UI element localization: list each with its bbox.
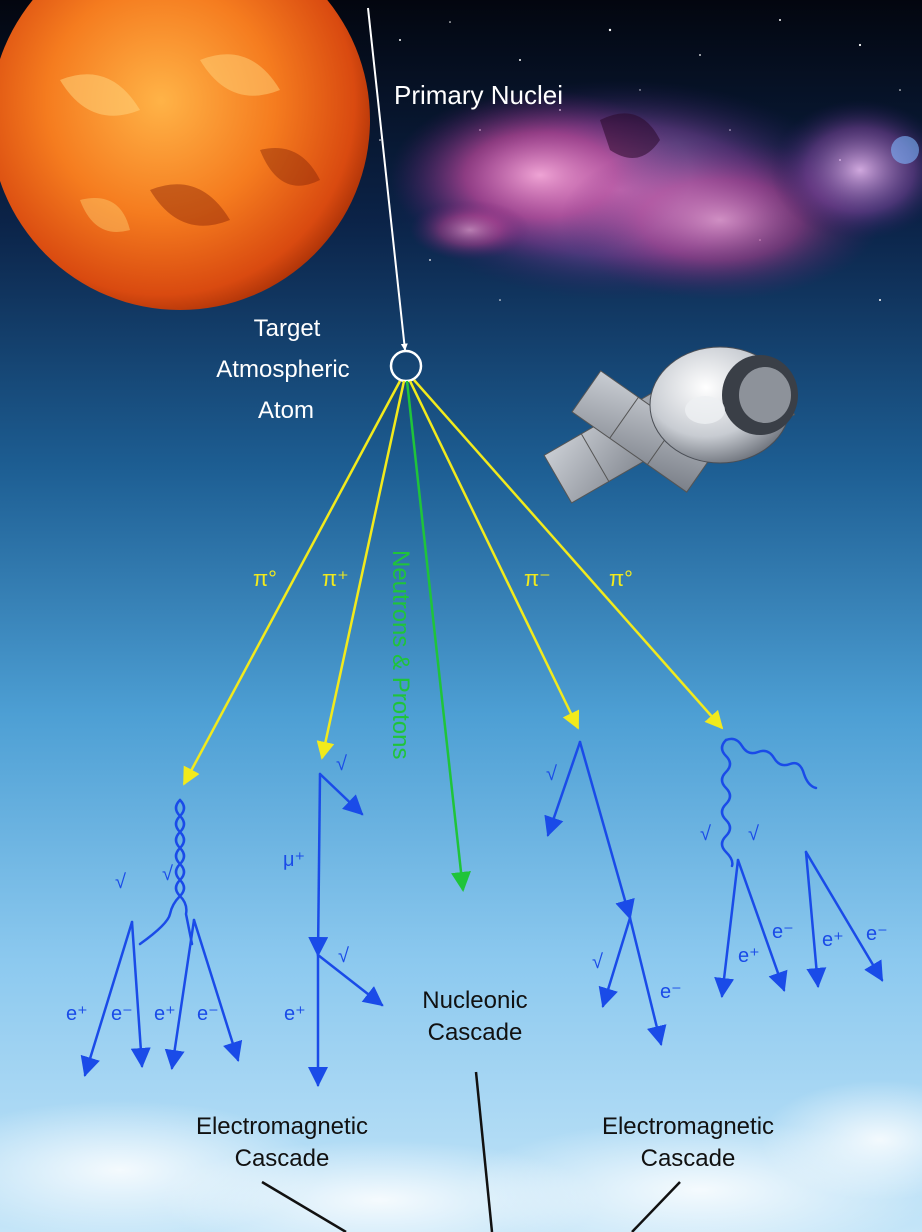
muon-decay-neutrino-arrow [316,953,384,1007]
nebula-illustration [390,80,922,300]
target-label-line2: Atmospheric [216,356,349,383]
nucleonic-cascade-line2: Cascade [428,1019,523,1046]
nu-label-pim: √ [546,763,557,785]
pion-zero-right-label: π° [609,566,633,591]
nucleonic-connector [474,1071,494,1232]
left-ep1 [80,920,134,1077]
sun-illustration [0,0,370,310]
pion-minus-label: π⁻ [524,566,551,591]
primary-nuclei-label: Primary Nuclei [394,80,563,110]
pion-labels: π° π⁺ π⁻ π° [253,566,633,591]
em-label-right-1: e⁻ [772,921,794,943]
primary-nuclei-arrow [367,7,408,351]
nu-label-right-a: √ [700,823,711,845]
cascade-titles: Nucleonic Cascade Electromagnetic Cascad… [196,987,774,1172]
target-label-line3: Atom [258,397,314,424]
em-right-connector [631,1181,681,1232]
muon-track [308,772,329,957]
right-em2 [804,850,884,982]
em-cascade-right-line2: Cascade [641,1145,736,1172]
target-label-line1: Target [254,315,321,342]
pion-zero-right-arrow [413,379,724,730]
nu-label-right-b: √ [748,823,759,845]
nu-label-muon: √ [336,753,347,775]
right-ep2 [804,850,827,988]
em-label-right-2: e⁻ [866,923,888,945]
nu-label-left-b: √ [162,863,173,885]
ep-label-left-1: e⁺ [66,1003,88,1025]
left-em2 [192,918,243,1062]
ep-label-right-1: e⁺ [738,945,760,967]
photon-wave-right-b [724,737,818,790]
em-cascade-right-line1: Electromagnetic [602,1113,774,1140]
particle-labels: √ √ e⁺ e⁻ e⁺ e⁻ √ μ⁺ √ e⁺ √ √ e⁻ √ √ e⁺ … [66,753,888,1025]
pion-zero-left-label: π° [253,566,277,591]
left-em1 [130,920,151,1068]
left-ep2 [164,918,196,1070]
ep-label-right-2: e⁺ [822,929,844,951]
pion-zero-left-arrow [182,380,402,786]
pion-minus-arrow [408,380,580,730]
target-atom-icon [389,349,423,383]
clouds [0,1080,922,1232]
pim-decay-neutrino-arrow [598,916,632,1008]
neutrons-protons-label: Neutrons & Protons [387,550,414,759]
pim-neutrino-arrow [544,740,582,837]
em-cascade-left-line1: Electromagnetic [196,1113,368,1140]
photon-wave-left-b [174,798,194,946]
nu-label-pim-decay: √ [592,951,603,973]
nu-label-muon-decay: √ [338,945,349,967]
right-em1 [736,858,788,992]
pion-arrows [182,379,724,786]
converging-lines [261,1071,681,1232]
pion-plus-label: π⁺ [322,566,349,591]
neutrons-protons-arrow [405,380,471,892]
em-label-left-1: e⁻ [111,1003,133,1025]
nu-label-left-a: √ [115,871,126,893]
ep-label-muon: e⁺ [284,1003,306,1025]
ep-label-left-2: e⁺ [154,1003,176,1025]
nucleonic-cascade-line1: Nucleonic [422,987,527,1014]
pim-decay-electron-arrow [628,916,667,1046]
em-label-left-2: e⁻ [197,1003,219,1025]
muon-neutrino-arrow [318,772,364,816]
spacecraft-illustration [543,346,798,504]
mu-plus-label: μ⁺ [283,849,305,871]
photon-wave-right-a [720,738,734,868]
em-label-pim: e⁻ [660,981,682,1003]
cascade-paths [80,737,884,1087]
pim-muon-track [578,740,635,920]
right-ep1 [714,858,740,998]
target-atom-label: Target Atmospheric Atom [216,315,349,424]
pion-plus-arrow [316,380,406,760]
em-left-connector [261,1180,347,1232]
em-cascade-left-line2: Cascade [235,1145,330,1172]
